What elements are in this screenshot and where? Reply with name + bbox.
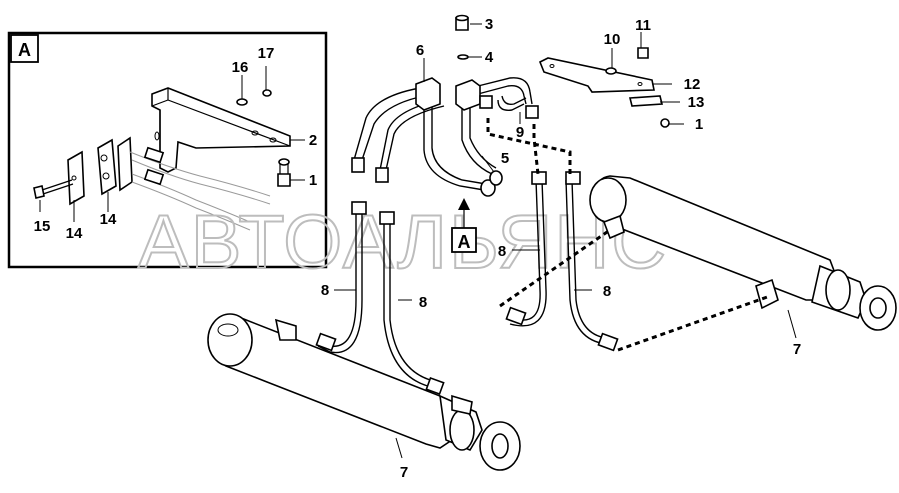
clamp-bolt [33,179,74,199]
callout-8-mid: 8 [419,294,427,311]
valve-block-assembly [351,14,539,197]
section-marker-label: A [458,232,471,252]
callout-2-detail: 2 [309,132,317,149]
callout-1-main: 1 [695,116,703,133]
callout-16: 16 [232,59,249,76]
callout-4: 4 [485,49,494,66]
support-bracket [538,47,670,128]
callout-17: 17 [258,45,275,62]
section-marker-a: A [451,198,477,253]
callout-13: 13 [688,94,705,111]
detail-leaders [39,66,305,222]
callout-12: 12 [684,76,701,93]
detail-view-a: A [7,31,328,269]
callout-14-b: 14 [100,211,117,228]
callout-7-bottom: 7 [400,464,408,481]
callout-5: 5 [501,150,509,167]
callout-1-detail: 1 [309,172,317,189]
detail-bolt [277,158,291,187]
callout-10: 10 [604,31,621,48]
callout-8-left: 8 [321,282,329,299]
watermark: АВТОАЛЬЯНС [138,200,668,285]
callout-8-right: 8 [603,283,611,300]
callout-15: 15 [34,218,51,235]
detail-view-label-box [10,34,39,63]
hydraulic-hoses [315,171,619,396]
callout-8-center: 8 [498,243,506,260]
callout-9: 9 [516,124,524,141]
hose-clamp-blocks [67,136,133,206]
detail-view-label: A [18,40,31,60]
callout-14-a: 14 [66,225,83,242]
hydraulic-cylinder-right [589,175,897,331]
mounting-bracket [151,87,291,173]
callout-6: 6 [416,42,424,59]
detail-hoses [129,146,271,231]
callout-7-right: 7 [793,341,801,358]
callout-11: 11 [635,17,651,34]
hydraulic-cylinder-left [207,313,521,471]
callout-3: 3 [485,16,493,33]
main-leaders [334,23,797,459]
connection-dashed-lines [486,118,771,352]
